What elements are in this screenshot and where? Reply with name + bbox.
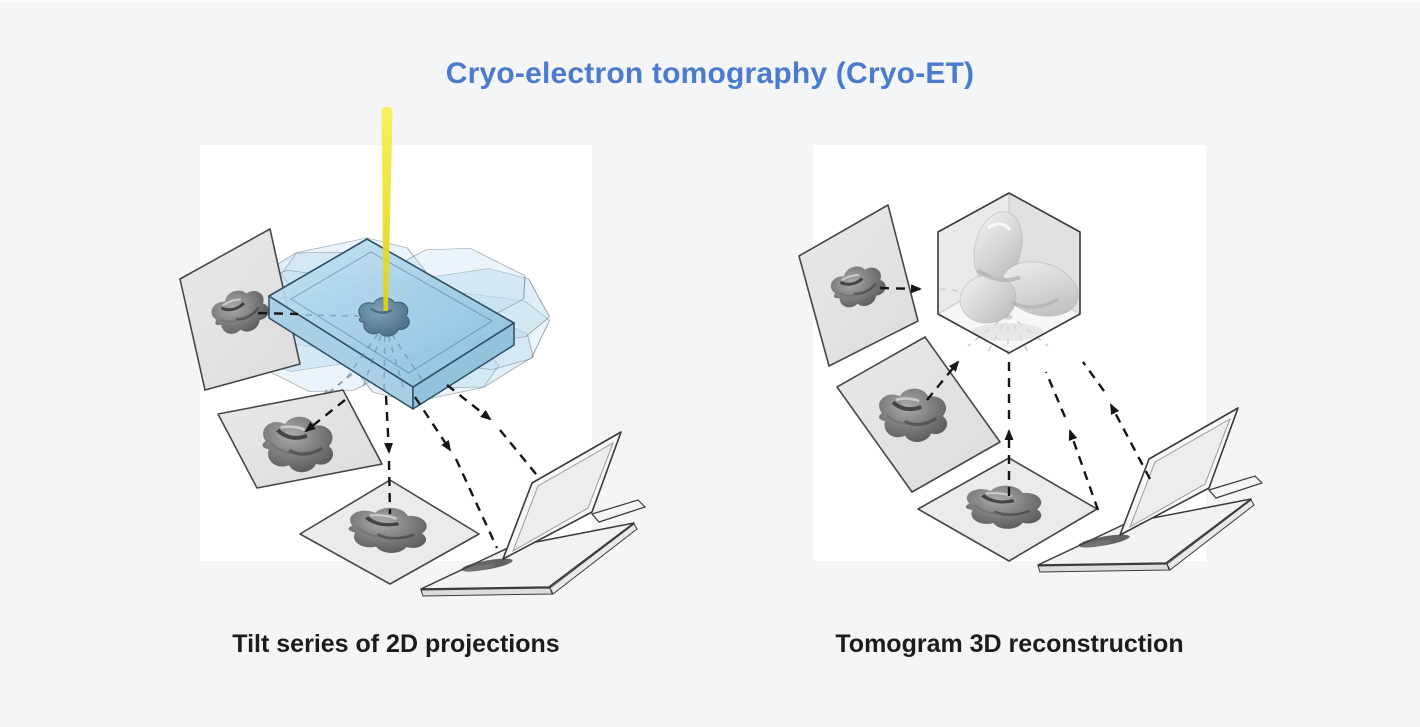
- page-title: Cryo-electron tomography (Cryo-ET): [445, 57, 975, 90]
- specimen-slab-icon: [268, 238, 515, 410]
- projection-arrows: [257, 311, 541, 549]
- projection-panel-middle: [217, 389, 383, 489]
- right-diagram: [798, 192, 1263, 573]
- projection-panel-flat: [299, 479, 480, 585]
- electron-beam-icon: [381, 106, 393, 311]
- right-caption: Tomogram 3D reconstruction: [835, 630, 1184, 658]
- projection-panel-middle: [836, 336, 1001, 493]
- projection-rays: [305, 314, 423, 396]
- left-caption: Tilt series of 2D projections: [232, 630, 560, 658]
- reconstruction-arrows: [879, 284, 1152, 511]
- reconstructed-protein-3d: [959, 211, 1079, 341]
- projection-panel-upper: [798, 204, 919, 367]
- tomogram-cube-icon: [937, 192, 1081, 355]
- left-diagram: [179, 106, 646, 597]
- projection-panel-upper: [179, 228, 301, 391]
